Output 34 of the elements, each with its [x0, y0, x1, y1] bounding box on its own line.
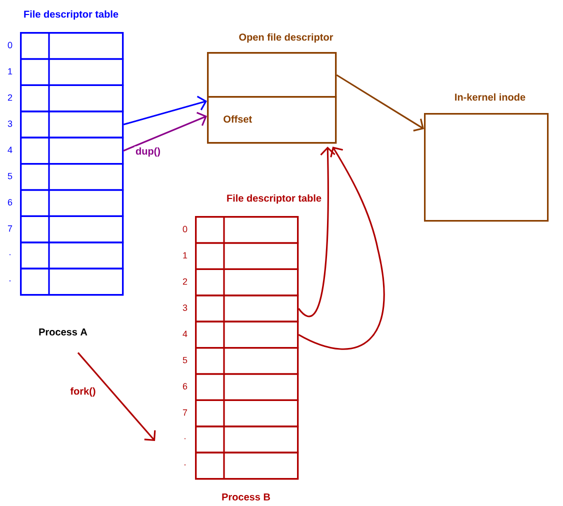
heading: File descriptor table	[227, 194, 322, 204]
edge-label: fork()	[69, 386, 97, 398]
field-label: Offset	[224, 115, 252, 123]
heading: Open file descriptor	[239, 33, 334, 43]
heading: In-kernel inode	[455, 93, 526, 101]
arrow	[298, 146, 385, 350]
arrow	[77, 352, 156, 441]
row-number: .	[184, 438, 186, 440]
row-number: 3	[182, 304, 188, 311]
edge-label: dup()	[134, 146, 162, 158]
row-number: 6	[182, 383, 188, 390]
arrow	[298, 146, 336, 317]
row-number: 0	[8, 42, 12, 48]
arrow	[336, 74, 424, 132]
row-number: 4	[8, 146, 12, 153]
row-number: 7	[182, 409, 188, 416]
row-number: 7	[8, 225, 12, 232]
row-number: 0	[182, 226, 188, 232]
row-number: 5	[182, 356, 188, 364]
process-label: Process B	[222, 494, 270, 500]
row-number: 6	[8, 199, 12, 206]
row-number: 5	[8, 172, 12, 180]
row-number: 3	[8, 120, 12, 127]
row-number: 1	[183, 252, 188, 258]
box	[207, 52, 337, 98]
row-number: .	[184, 464, 186, 466]
process-label: Process A	[39, 328, 88, 336]
row-number: 2	[182, 278, 188, 285]
heading: File descriptor table	[24, 10, 118, 20]
arrow	[123, 96, 207, 126]
row-number: 1	[8, 68, 12, 74]
arrow	[123, 112, 207, 152]
row-number: 2	[8, 94, 12, 101]
row-number: 4	[182, 330, 188, 337]
